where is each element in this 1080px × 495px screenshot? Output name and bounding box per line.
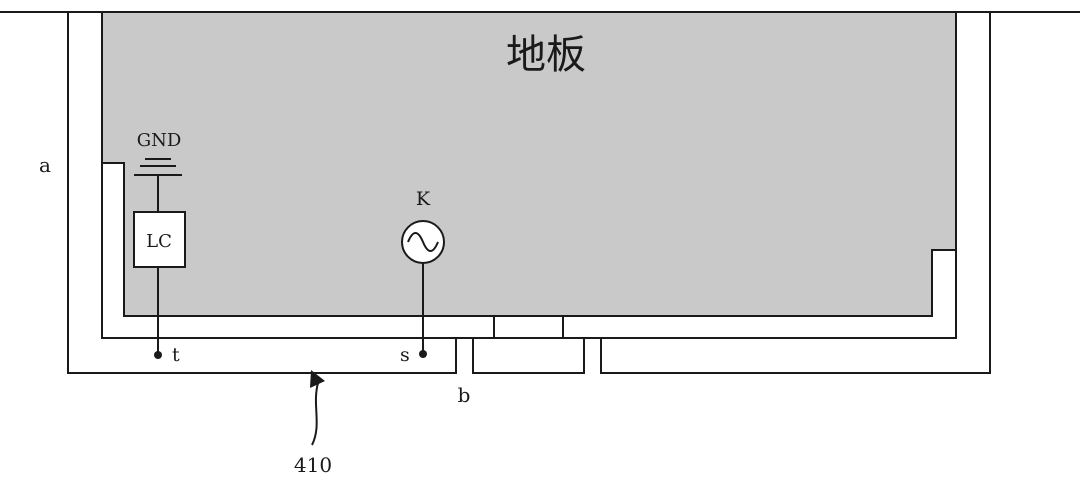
lc-box <box>133 211 186 268</box>
ground-symbol-icon <box>134 158 182 212</box>
middle-block <box>472 337 585 374</box>
point-s-dot <box>419 350 427 358</box>
ground-plane <box>101 11 957 317</box>
point-b-label: b <box>458 383 471 407</box>
ground-plane-label: 地板 <box>506 32 586 78</box>
ac-source-icon <box>401 220 445 264</box>
source-label: K <box>416 188 431 210</box>
gnd-label: GND <box>137 130 182 151</box>
point-t-dot <box>154 351 162 359</box>
point-s-label: s <box>400 344 410 366</box>
lc-label: LC <box>146 231 172 252</box>
middle-connector <box>493 315 564 339</box>
reference-arrow-icon <box>310 370 325 446</box>
point-a-label: a <box>39 153 51 177</box>
reference-numeral: 410 <box>294 453 332 477</box>
point-t-label: t <box>172 344 180 366</box>
